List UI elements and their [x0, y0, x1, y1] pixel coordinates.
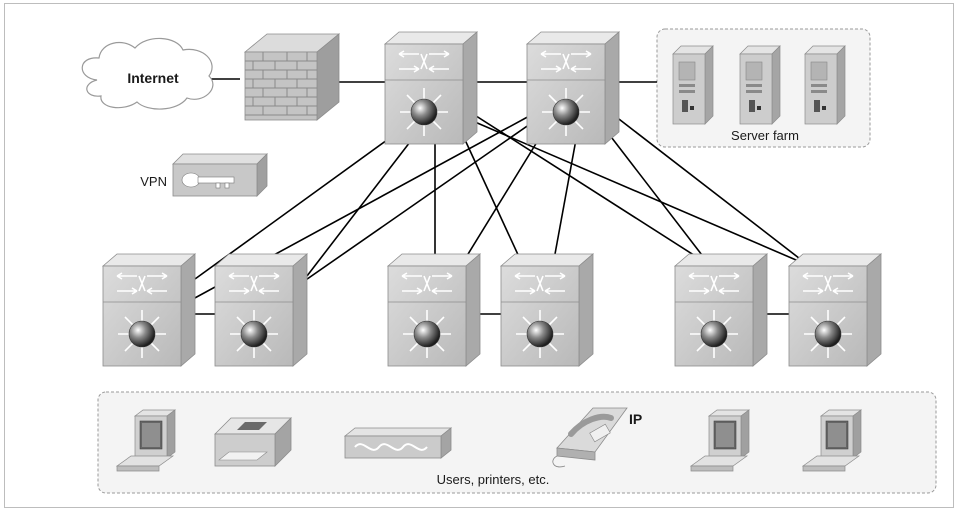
internet-label: Internet — [127, 70, 179, 86]
dist-switch-4 — [500, 253, 594, 367]
printer-icon — [214, 417, 292, 467]
key-icon — [181, 172, 235, 189]
core-switch-2 — [526, 31, 620, 145]
network-diagram: Internet — [81, 28, 937, 494]
firewall-icon — [243, 33, 341, 121]
vpn-concentrator-icon: VPN — [140, 153, 268, 197]
dist-switch-1 — [102, 253, 196, 367]
core-switch-1 — [384, 31, 478, 145]
ip-phone-icon: IP — [552, 407, 642, 468]
vpn-label: VPN — [140, 174, 167, 189]
server-2-icon — [739, 45, 781, 125]
server-3-icon — [804, 45, 846, 125]
dist-switch-5 — [674, 253, 768, 367]
ip-phone-label: IP — [629, 411, 642, 427]
server-farm-label: Server farm — [731, 128, 799, 143]
dist-switch-2 — [214, 253, 308, 367]
dist-switch-6 — [788, 253, 882, 367]
diagram-frame: Internet — [4, 3, 954, 508]
internet-cloud-icon: Internet — [81, 37, 214, 110]
hub-icon — [343, 427, 453, 459]
users-label: Users, printers, etc. — [437, 472, 550, 487]
server-1-icon — [672, 45, 714, 125]
dist-switch-3 — [387, 253, 481, 367]
